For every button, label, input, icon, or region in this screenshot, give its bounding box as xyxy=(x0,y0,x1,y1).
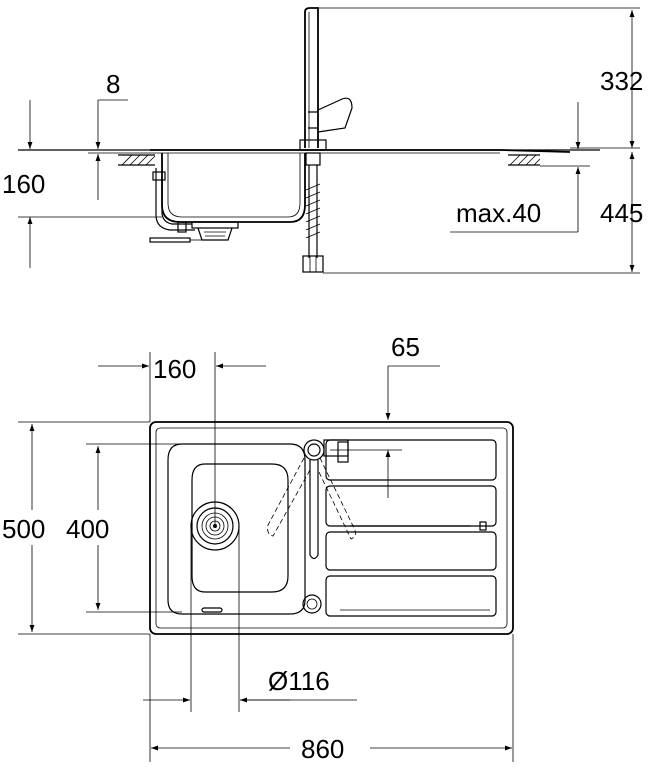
bowl-outline xyxy=(167,443,306,615)
dim-width-860: 860 xyxy=(149,634,514,764)
sink-rim-profile xyxy=(150,149,571,153)
drain-assembly xyxy=(149,221,239,243)
dim-bowl-offset-160: 160 xyxy=(98,352,266,526)
bowl-section xyxy=(161,153,306,223)
dim-faucet-332: 332 xyxy=(318,7,643,149)
overflow-pipe xyxy=(155,168,195,231)
dim-label-bowl-offset: 160 xyxy=(153,354,196,384)
dim-label-bowl-depth: 400 xyxy=(66,514,109,544)
dim-thickness-8: 8 xyxy=(88,69,150,200)
dim-max-40: max.40 xyxy=(450,102,590,233)
countertop-hatch-left xyxy=(118,154,156,166)
dim-below-445: 445 xyxy=(323,152,643,274)
dim-depth-160: 160 xyxy=(2,100,162,268)
dim-depth-400: 400 xyxy=(66,443,182,613)
faucet-side xyxy=(299,7,353,273)
dim-label-overall-width: 860 xyxy=(301,734,344,764)
sink-outline xyxy=(149,421,514,635)
faucet-top xyxy=(267,439,356,614)
drainer-board xyxy=(325,439,497,617)
top-view: 160 65 500 400 xyxy=(2,332,514,764)
dim-label-max-countertop: max.40 xyxy=(456,198,541,228)
dim-label-thickness: 8 xyxy=(106,69,120,99)
dim-label-depth: 160 xyxy=(2,169,45,199)
dim-label-waste-diameter: Ø116 xyxy=(268,666,330,696)
countertop-hatch-right xyxy=(508,154,541,166)
dim-label-overall-depth: 500 xyxy=(2,514,45,544)
dim-depth-500: 500 xyxy=(2,421,150,635)
overflow-slot xyxy=(201,607,223,613)
dim-waste-116: Ø116 xyxy=(143,526,357,712)
dim-label-below-counter: 445 xyxy=(600,198,643,228)
dim-tap-hole-65: 65 xyxy=(330,332,440,498)
dim-label-tap-hole: 65 xyxy=(391,332,420,362)
dim-label-faucet-height: 332 xyxy=(600,66,643,96)
side-view: 8 160 332 445 xyxy=(2,7,643,274)
